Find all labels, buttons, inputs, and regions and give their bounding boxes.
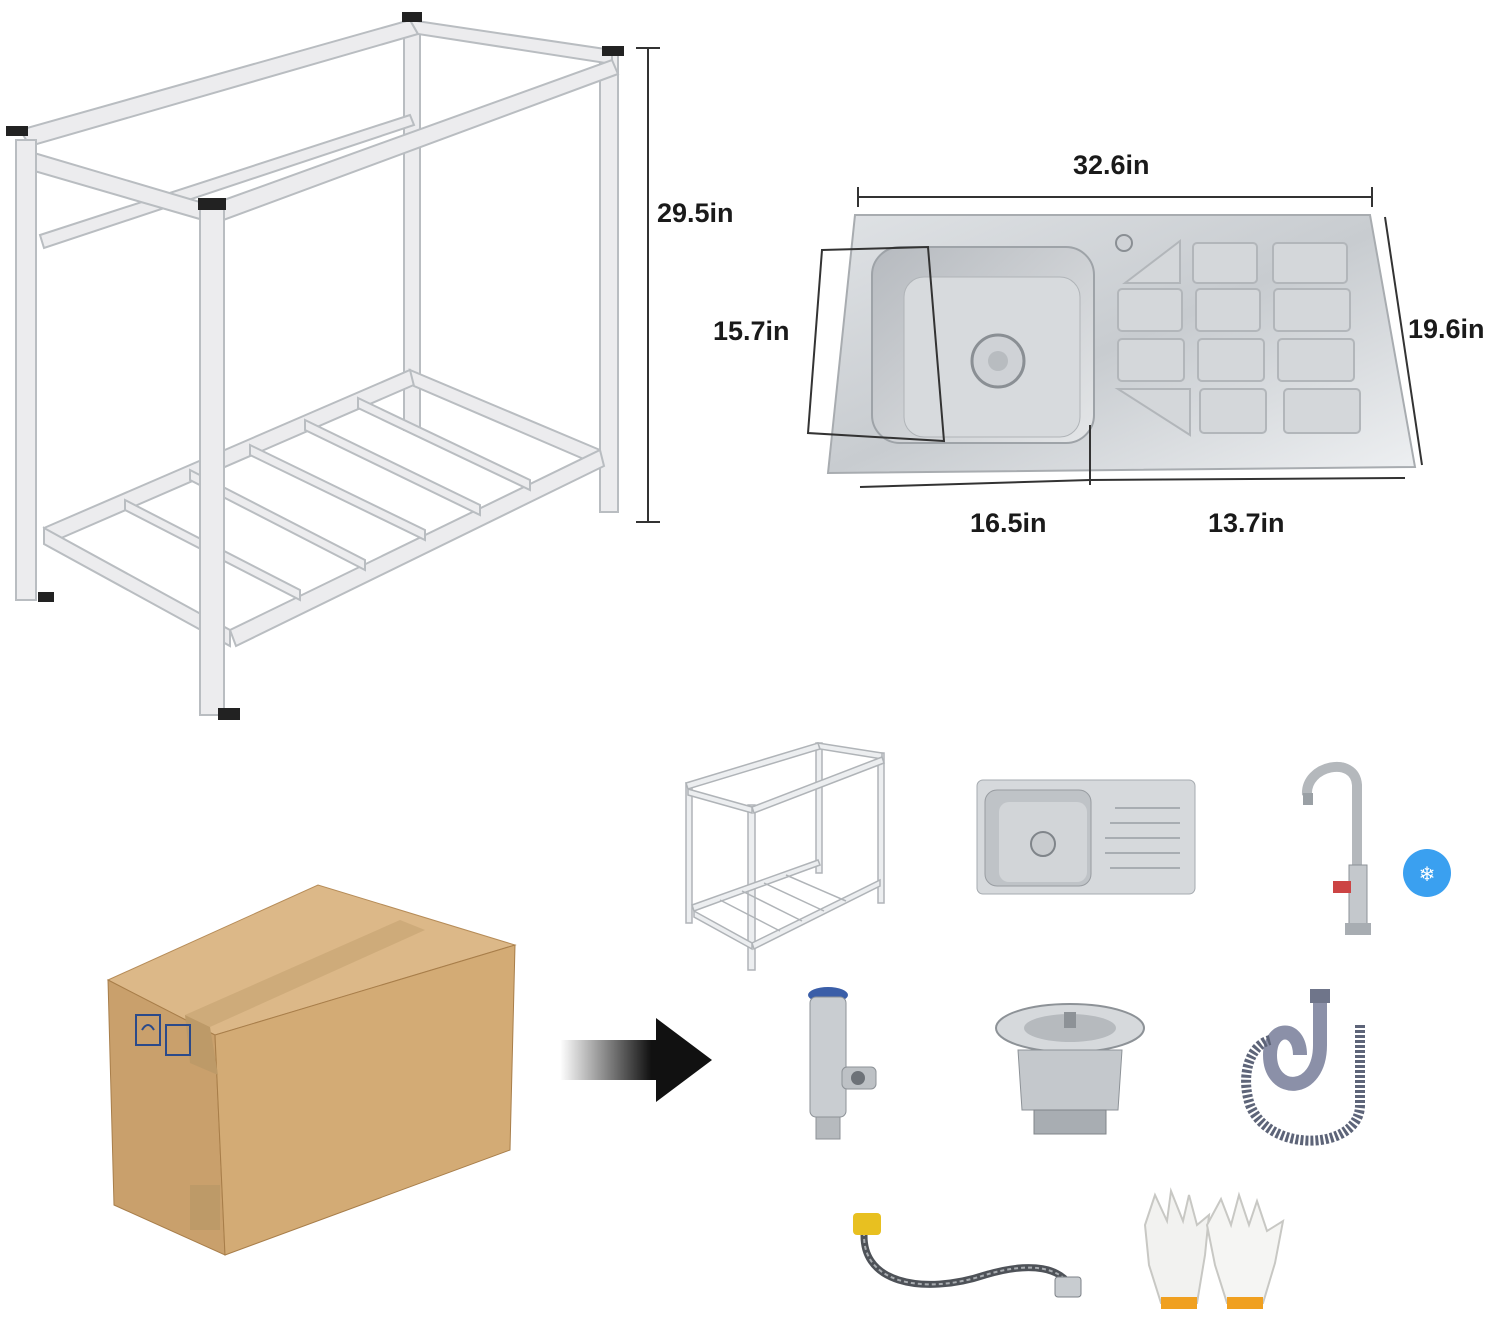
shipping-box	[106, 884, 517, 1256]
sink-top-view	[806, 187, 1423, 488]
bowl-width-label: 16.5in	[970, 508, 1047, 538]
stand-frame-thumbnail	[685, 742, 885, 971]
braided-hose-thumbnail	[853, 1213, 1082, 1298]
work-gloves-thumbnail	[1143, 1187, 1285, 1309]
angle-valve-thumbnail	[808, 987, 877, 1140]
sink-stand-frame	[6, 12, 660, 720]
drainboard-width-label: 13.7in	[1208, 508, 1285, 538]
bowl-depth-label: 15.7in	[713, 316, 790, 346]
drain-strainer-thumbnail	[995, 1003, 1145, 1135]
arrow-right-icon	[560, 1018, 712, 1102]
sink-depth-label: 19.6in	[1408, 314, 1485, 344]
snowflake-icon: ❄	[1419, 862, 1436, 886]
sink-thumbnail	[976, 779, 1196, 895]
faucet-thumbnail: ❄	[1302, 762, 1451, 935]
drain-hose-thumbnail	[1241, 989, 1365, 1146]
sink-width-label: 32.6in	[1073, 150, 1150, 180]
frame-height-label: 29.5in	[657, 198, 734, 228]
